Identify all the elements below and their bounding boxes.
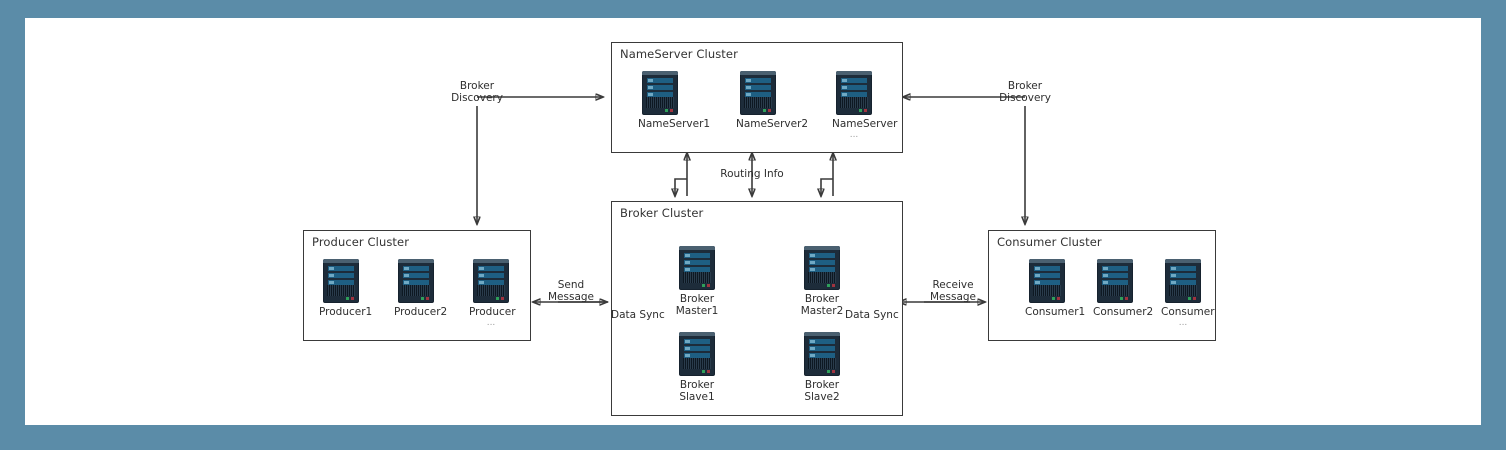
link-routing-left-down [675,178,687,196]
node-producer2[interactable]: Producer2 [394,259,448,318]
node-consumer1[interactable]: Consumer1 [1025,259,1086,318]
label-line2: Message [547,291,595,303]
cluster-broker[interactable]: Broker Cluster Broker Master1 [611,201,903,416]
node-label-line1: Broker [679,379,715,391]
node-label: Broker Master1 [675,293,719,317]
node-broker-master1[interactable]: Broker Master1 [675,246,719,317]
node-label: Broker Slave2 [800,379,844,403]
node-consumer-more[interactable]: Consumer ... [1161,259,1215,329]
server-icon [323,259,359,303]
label-broker-discovery-right: Broker Discovery [975,80,1075,104]
server-icon [804,332,840,376]
cluster-title-producer: Producer Cluster [312,235,410,249]
node-broker-slave2[interactable]: Broker Slave2 [800,332,844,403]
node-nameserver2[interactable]: NameServer2 [736,71,809,130]
cluster-consumer[interactable]: Consumer Cluster Consumer1 Consumer2 [988,230,1216,341]
label-broker-discovery-left: Broker Discovery [427,80,527,104]
server-icon [398,259,434,303]
node-label: Producer2 [394,306,448,318]
node-ellipsis: ... [1178,318,1188,328]
label-line2: Message [929,291,977,303]
server-icon [679,332,715,376]
node-label-line2: Master1 [675,305,719,317]
cluster-nameserver[interactable]: NameServer Cluster NameServer1 NameSe [611,42,903,153]
cluster-producer[interactable]: Producer Cluster Producer1 Producer2 [303,230,531,341]
server-icon [642,71,678,115]
node-label: Broker Slave1 [675,379,719,403]
label-line1: Broker [1007,80,1043,92]
diagram-canvas: NameServer Cluster NameServer1 NameSe [25,18,1481,425]
node-producer-more[interactable]: Producer ... [469,259,516,329]
cluster-title-consumer: Consumer Cluster [997,235,1102,249]
label-send-message: Send Message [535,279,607,303]
label-line1: Send [557,279,585,291]
server-icon [1097,259,1133,303]
cluster-title-broker: Broker Cluster [620,206,704,220]
server-icon [473,259,509,303]
node-nameserver1[interactable]: NameServer1 [638,71,711,130]
node-label: Consumer [1161,306,1215,318]
server-icon [679,246,715,290]
node-consumer2[interactable]: Consumer2 [1093,259,1154,318]
label-line1: Receive [932,279,974,291]
node-label: Consumer1 [1025,306,1086,318]
node-label: Producer1 [319,306,373,318]
node-label: NameServer [832,118,898,130]
node-producer1[interactable]: Producer1 [319,259,373,318]
cluster-title-nameserver: NameServer Cluster [620,47,738,61]
label-line2: Discovery [451,92,503,104]
node-label-line1: Broker [804,293,840,305]
server-icon [740,71,776,115]
node-label-line2: Master2 [800,305,844,317]
node-label: Broker Master2 [800,293,844,317]
server-icon [836,71,872,115]
link-routing-right-down [821,178,833,196]
node-label-line2: Slave2 [804,391,840,403]
label-data-sync-left: Data Sync [611,309,665,321]
server-icon [1165,259,1201,303]
label-data-sync-right: Data Sync [845,309,899,321]
node-ellipsis: ... [486,318,496,328]
label-receive-message: Receive Message [910,279,996,303]
node-nameserver-more[interactable]: NameServer ... [832,71,898,141]
node-label-line1: Broker [804,379,840,391]
node-broker-slave1[interactable]: Broker Slave1 [675,332,719,403]
node-label: NameServer2 [736,118,809,130]
node-label-line1: Broker [679,293,715,305]
node-label: NameServer1 [638,118,711,130]
node-ellipsis: ... [849,130,859,140]
label-routing-info: Routing Info [720,168,784,180]
server-icon [804,246,840,290]
node-label: Producer [469,306,516,318]
label-line1: Broker [459,80,495,92]
node-label-line2: Slave1 [679,391,715,403]
node-label: Consumer2 [1093,306,1154,318]
node-broker-master2[interactable]: Broker Master2 [800,246,844,317]
label-line2: Discovery [999,92,1051,104]
server-icon [1029,259,1065,303]
